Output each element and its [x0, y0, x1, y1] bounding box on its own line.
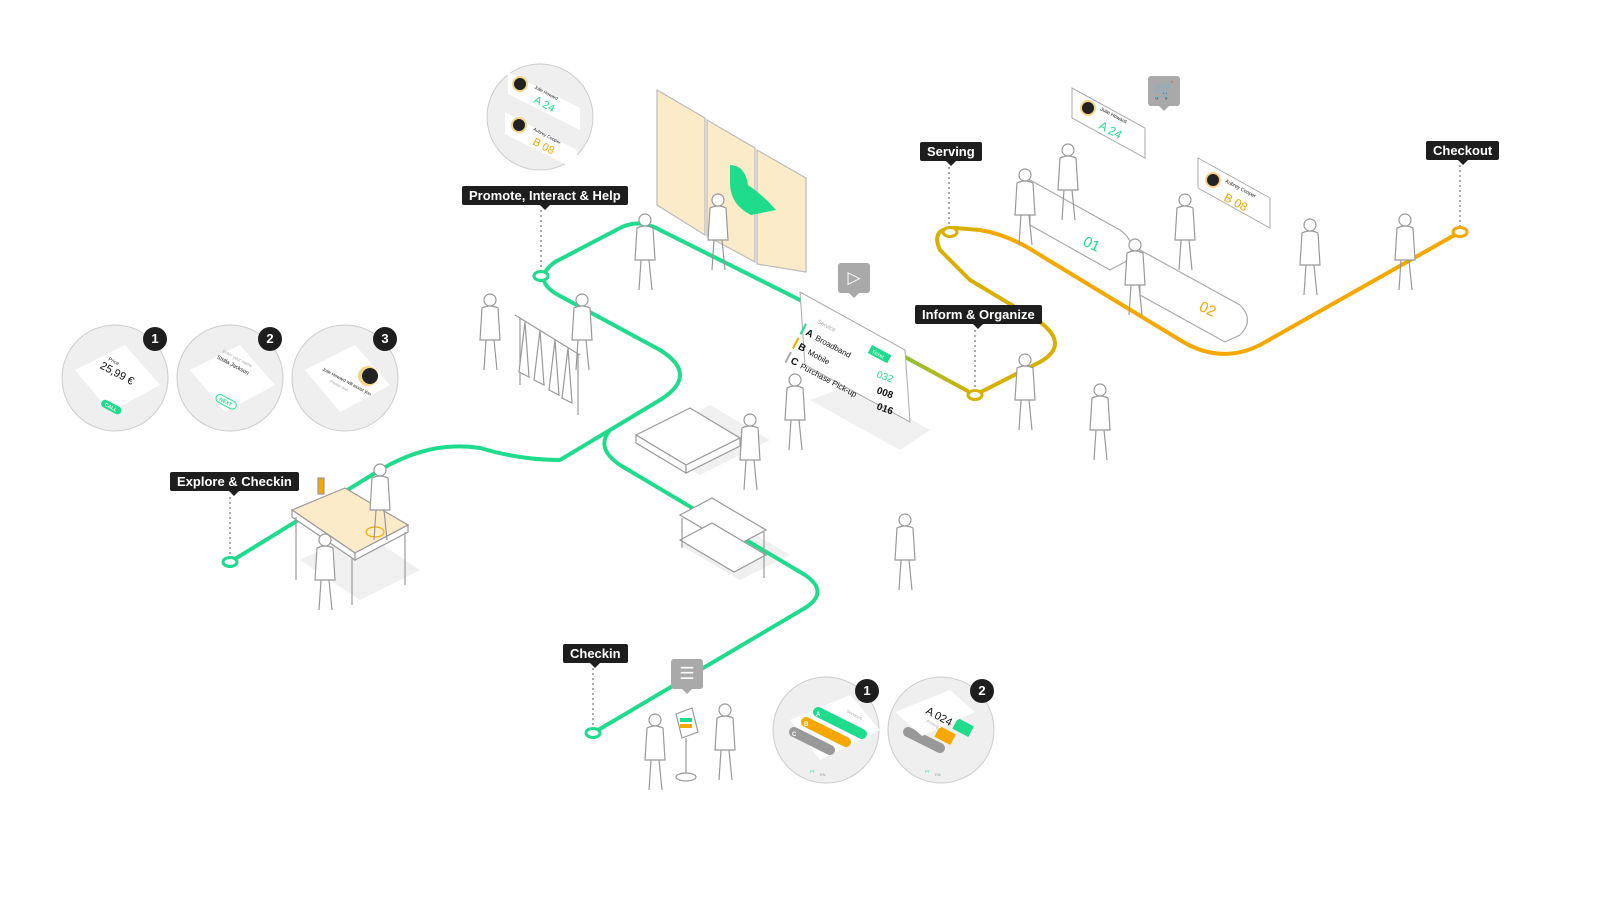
person-figure [571, 293, 593, 371]
board-letter: A [803, 327, 815, 340]
stage-label-inform: Inform & Organize [915, 305, 1042, 329]
person-figure [1299, 218, 1321, 296]
explore-screen-2: Enter your name Stella Jackson NEXT [176, 324, 284, 432]
clothes-rack [514, 314, 581, 415]
person-figure [1014, 353, 1036, 431]
person-figure [1174, 193, 1196, 271]
person-figure [707, 193, 729, 271]
checkin-screen-1: A B C Services PT EN [772, 676, 880, 784]
node-inform [966, 389, 984, 401]
person-figure [894, 513, 916, 591]
step-badge: 1 [143, 327, 167, 351]
person-figure [1089, 383, 1111, 461]
person-figure [1014, 168, 1036, 246]
stage-label-promote: Promote, Interact & Help [462, 186, 628, 210]
node-promote [532, 270, 550, 282]
counter-display-1: Julie Howard A 24 [1071, 87, 1146, 159]
board-letter: C [788, 356, 800, 369]
path-nodes [221, 226, 1469, 739]
path-serving-to-checkout [978, 228, 1462, 356]
floor-shadows [300, 385, 930, 600]
shoe-graphic [730, 165, 776, 215]
lang-pt: PT [810, 769, 816, 774]
stage-label-checkout: Checkout [1426, 141, 1500, 165]
leader-lines [229, 165, 1461, 727]
person-figure [369, 463, 391, 541]
step-badge: 3 [373, 327, 397, 351]
person-figure [479, 293, 501, 371]
screen-label: Price [107, 356, 120, 367]
lang-en: EN [935, 772, 941, 777]
people [314, 143, 1416, 791]
node-explore [221, 556, 239, 568]
person-figure [644, 713, 666, 791]
stage-label-serving: Serving [920, 142, 982, 166]
play-icon: ▷ [838, 263, 870, 298]
person-figure [784, 373, 806, 451]
folded-clothes-table [678, 497, 768, 578]
path-explore-to-promote [228, 221, 802, 564]
stage-label-checkin: Checkin [563, 644, 628, 668]
person-figure [1124, 238, 1146, 316]
step-badge: 2 [970, 679, 994, 703]
checkin-kiosk [675, 707, 699, 782]
service-option: C [792, 732, 797, 738]
node-serving [941, 226, 959, 238]
board-letter: B [796, 342, 808, 355]
lang-pt: PT [925, 769, 931, 774]
promote-circle: Julie Howard A 24 Aubrey Cooper B 08 [486, 63, 594, 171]
list-icon: ☰ [671, 659, 703, 694]
stage-label-explore: Explore & Checkin [170, 472, 299, 496]
node-checkout [1451, 226, 1469, 238]
person-figure [1394, 213, 1416, 291]
node-checkin [584, 727, 602, 739]
next-button: NEXT [218, 397, 233, 409]
explore-table [290, 477, 410, 605]
journey-path [228, 221, 1462, 735]
shoe-display [634, 407, 742, 475]
call-button: CALL [103, 402, 118, 414]
info-board: Service A Broadband B Mobile C Purchase … [784, 291, 911, 423]
path-checkin-branch [591, 428, 820, 735]
explore-screen-1: Price 25,99 € CALL [61, 324, 169, 432]
person-figure [739, 413, 761, 491]
checkin-screen-2: A 024 Printing... PT EN [887, 676, 995, 784]
counter-number: 01 [1080, 233, 1102, 255]
person-figure [314, 533, 336, 611]
checkin-screen-circles: A B C Services PT EN A 024 Printing... P… [772, 676, 995, 784]
service-option: B [804, 722, 809, 728]
person-figure [714, 703, 736, 781]
person-figure [634, 213, 656, 291]
explore-screen-circles: Price 25,99 € CALL Enter your name Stell… [61, 324, 399, 432]
step-badge: 1 [855, 679, 879, 703]
promo-video-wall [656, 88, 807, 273]
step-badge: 2 [258, 327, 282, 351]
lang-en: EN [820, 772, 826, 777]
serving-counters: 01 02 [1029, 178, 1249, 343]
cart-icon: 🛒 [1148, 76, 1180, 111]
counter-display-2: Aubrey Cooper B 08 [1197, 157, 1271, 229]
counter-number: 02 [1196, 298, 1218, 320]
explore-screen-3: Julie Howard will assist you Please wait [291, 324, 399, 432]
service-option: A [816, 712, 821, 718]
person-figure [1057, 143, 1079, 221]
board-ticket-header: Ticket [870, 349, 885, 361]
